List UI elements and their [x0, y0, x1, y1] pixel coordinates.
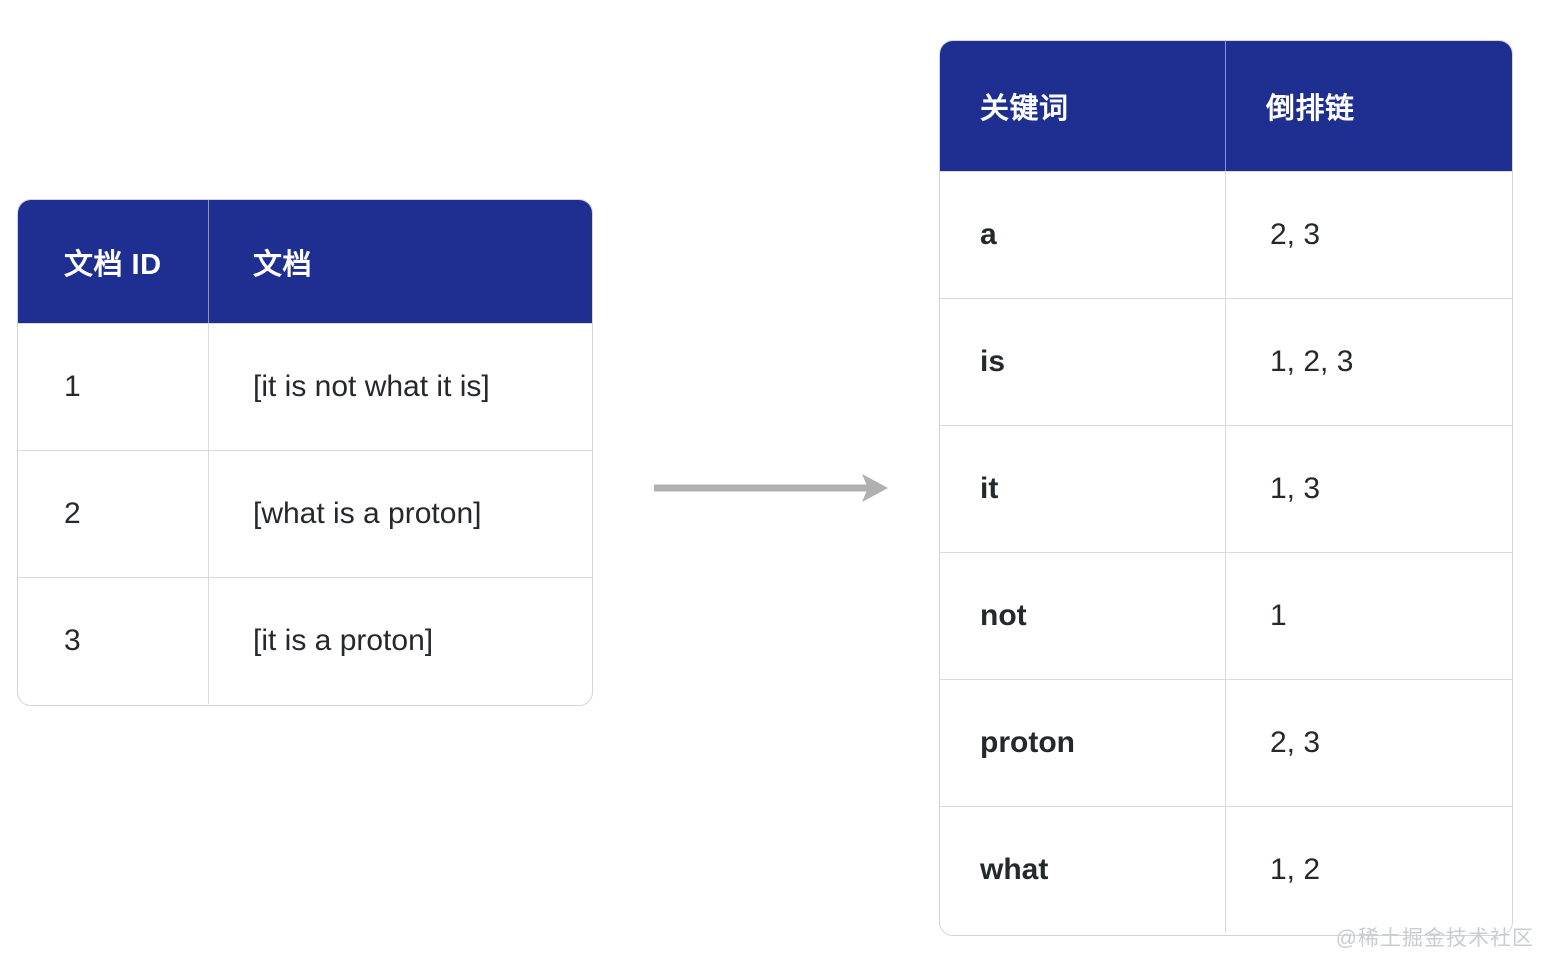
documents-header-doc-id: 文档 ID	[64, 248, 162, 281]
arrow-right-icon	[650, 468, 890, 508]
index-header-keyword: 关键词	[980, 93, 1069, 125]
index-cell-postings: 2, 3	[1225, 680, 1512, 806]
documents-cell-id: 1	[64, 370, 81, 403]
index-cell-postings: 1, 3	[1225, 426, 1512, 552]
inverted-index-table: 关键词 倒排链 a 2, 3 is 1, 2, 3 it 1, 3 not 1 …	[939, 40, 1513, 936]
arrow-right-icon-svg	[654, 474, 888, 502]
documents-cell-id: 2	[64, 497, 81, 530]
documents-table: 文档 ID 文档 1 [it is not what it is] 2 [wha…	[17, 199, 593, 706]
index-cell-postings: 1	[1225, 553, 1512, 679]
documents-cell-id: 3	[64, 624, 81, 657]
documents-cell-doc: [it is a proton]	[208, 578, 592, 704]
table-row: not 1	[940, 552, 1512, 679]
table-row: a 2, 3	[940, 171, 1512, 298]
table-row: it 1, 3	[940, 425, 1512, 552]
table-row: 1 [it is not what it is]	[18, 323, 592, 450]
index-header-posting-list: 倒排链	[1225, 41, 1512, 171]
index-cell-term: it	[980, 472, 999, 505]
index-cell-term: not	[980, 599, 1027, 632]
index-cell-postings: 2, 3	[1225, 172, 1512, 298]
documents-table-header-row: 文档 ID 文档	[18, 200, 592, 323]
table-row: what 1, 2	[940, 806, 1512, 933]
table-row: 3 [it is a proton]	[18, 577, 592, 704]
index-cell-term: a	[980, 218, 997, 251]
index-cell-postings: 1, 2, 3	[1225, 299, 1512, 425]
watermark: @稀土掘金技术社区	[1335, 927, 1534, 950]
table-row: is 1, 2, 3	[940, 298, 1512, 425]
index-cell-term: what	[980, 853, 1049, 886]
documents-cell-doc: [what is a proton]	[208, 451, 592, 577]
documents-cell-doc: [it is not what it is]	[208, 324, 592, 450]
index-table-header-row: 关键词 倒排链	[940, 41, 1512, 171]
documents-header-doc: 文档	[208, 200, 592, 323]
index-cell-term: is	[980, 345, 1006, 378]
table-row: 2 [what is a proton]	[18, 450, 592, 577]
index-cell-postings: 1, 2	[1225, 807, 1512, 933]
index-cell-term: proton	[980, 726, 1075, 759]
table-row: proton 2, 3	[940, 679, 1512, 806]
